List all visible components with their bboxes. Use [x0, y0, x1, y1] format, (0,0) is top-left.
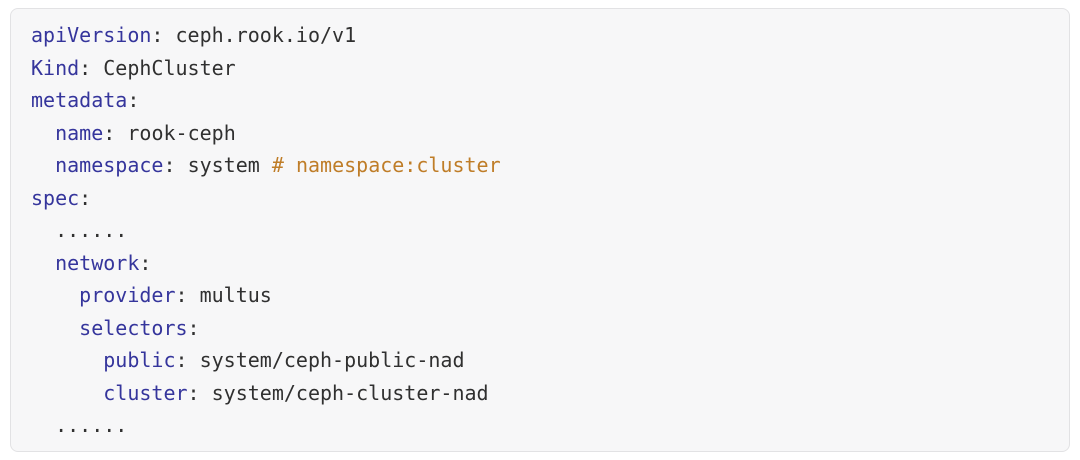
yaml-punctuation: :: [139, 250, 152, 275]
code-line: public: system/ceph-public-nad: [31, 344, 1049, 377]
yaml-punctuation: :: [127, 88, 140, 112]
yaml-indent: [31, 283, 79, 307]
code-line: provider: multus: [31, 279, 1049, 312]
yaml-key: name: [55, 120, 104, 145]
yaml-key: public: [103, 348, 176, 372]
yaml-ellipsis: ......: [55, 218, 128, 242]
code-line: Kind: CephCluster: [31, 52, 1049, 85]
yaml-value: system: [187, 153, 272, 177]
yaml-indent: [31, 153, 55, 177]
yaml-key: provider: [79, 283, 176, 307]
yaml-punctuation: :: [175, 283, 200, 307]
yaml-key: Kind: [31, 55, 80, 80]
code-line: metadata:: [31, 84, 1049, 117]
yaml-value: multus: [199, 283, 272, 307]
yaml-key: apiVersion: [31, 23, 152, 47]
yaml-key: namespace: [55, 153, 164, 177]
yaml-value: ceph.rook.io/v1: [175, 23, 357, 47]
yaml-key: cluster: [103, 380, 188, 405]
yaml-indent: [31, 121, 55, 145]
yaml-indent: [31, 413, 55, 437]
code-line: ......: [31, 409, 1049, 442]
yaml-punctuation: :: [79, 55, 104, 80]
yaml-key: metadata: [31, 88, 128, 112]
yaml-key: selectors: [79, 315, 188, 340]
code-line: name: rook-ceph: [31, 117, 1049, 150]
yaml-punctuation: :: [187, 315, 200, 340]
yaml-value: rook-ceph: [127, 120, 236, 145]
code-line: namespace: system # namespace:cluster: [31, 149, 1049, 182]
code-line: ......: [31, 214, 1049, 247]
yaml-punctuation: :: [103, 120, 128, 145]
yaml-key: network: [55, 250, 140, 275]
yaml-comment: # namespace:cluster: [271, 153, 501, 177]
yaml-punctuation: :: [163, 153, 188, 177]
code-line: selectors:: [31, 312, 1049, 345]
yaml-indent: [31, 218, 55, 242]
yaml-punctuation: :: [151, 23, 176, 47]
yaml-value: system/ceph-cluster-nad: [211, 380, 489, 405]
yaml-indent: [31, 251, 55, 275]
code-line: apiVersion: ceph.rook.io/v1: [31, 19, 1049, 52]
yaml-indent: [31, 348, 103, 372]
yaml-punctuation: :: [79, 185, 92, 210]
code-line: network:: [31, 247, 1049, 280]
code-line: cluster: system/ceph-cluster-nad: [31, 377, 1049, 410]
yaml-punctuation: :: [175, 348, 200, 372]
yaml-key: spec: [31, 185, 80, 210]
yaml-indent: [31, 316, 79, 340]
code-line: spec:: [31, 182, 1049, 215]
yaml-value: CephCluster: [103, 55, 236, 80]
yaml-value: system/ceph-public-nad: [199, 348, 465, 372]
yaml-ellipsis: ......: [55, 413, 128, 437]
yaml-indent: [31, 381, 103, 405]
yaml-punctuation: :: [187, 380, 212, 405]
